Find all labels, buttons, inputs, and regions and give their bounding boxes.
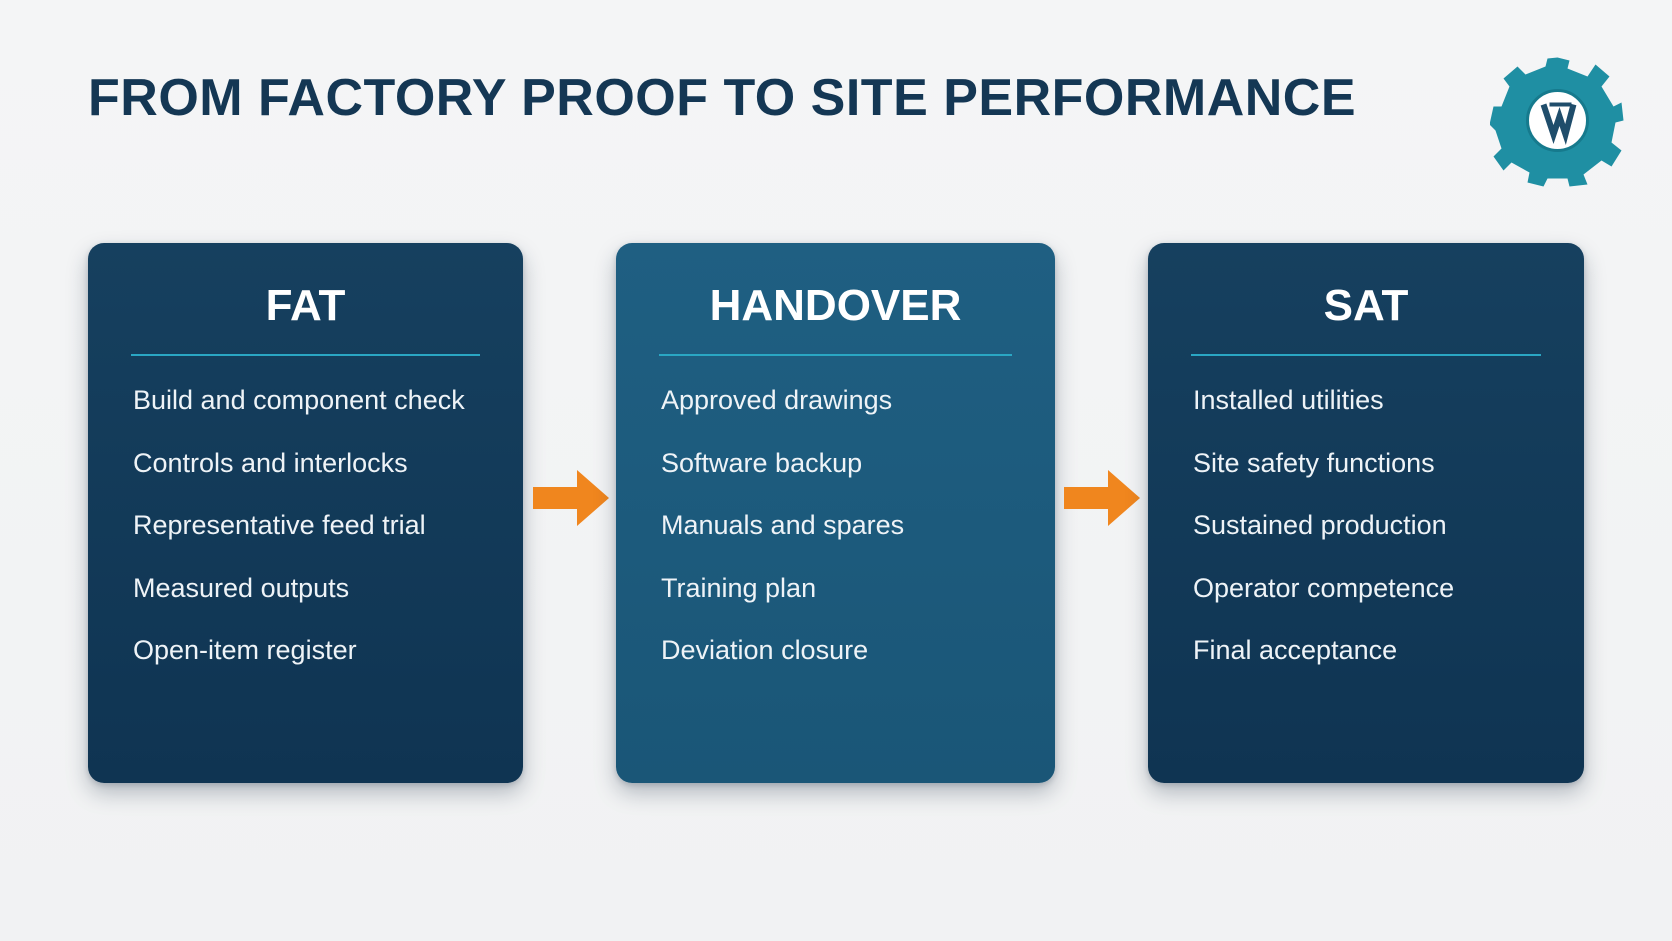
heading-divider (131, 354, 480, 356)
stage-item-list: Build and component check Controls and i… (133, 385, 465, 698)
list-item: Training plan (661, 572, 817, 603)
stage-heading: FAT (265, 281, 346, 330)
list-item: Deviation closure (661, 635, 869, 665)
list-item: Build and component check (133, 385, 465, 415)
stage-card-fat: FAT Build and component check Controls a… (88, 243, 523, 783)
stage-card-sat: SAT Installed utilities Site safety func… (1148, 243, 1584, 783)
stage-heading: SAT (1323, 281, 1409, 330)
slide-title: FROM FACTORY PROOF TO SITE PERFORMANCE (88, 69, 1357, 127)
list-item: Manuals and spares (661, 510, 905, 540)
list-item: Software backup (661, 447, 863, 478)
arrow-right-icon (1064, 470, 1140, 526)
list-item: Installed utilities (1193, 385, 1384, 415)
list-item: Final acceptance (1193, 635, 1398, 665)
stage-item-list: Installed utilities Site safety function… (1193, 385, 1454, 698)
heading-divider (1191, 354, 1541, 356)
list-item: Sustained production (1193, 510, 1447, 540)
stage-card-handover: HANDOVER Approved drawings Software back… (616, 243, 1055, 783)
list-item: Approved drawings (661, 385, 893, 415)
stage-heading: HANDOVER (709, 281, 962, 330)
list-item: Site safety functions (1193, 447, 1435, 478)
list-item: Operator competence (1193, 572, 1455, 603)
gear-logo-icon (1490, 57, 1624, 187)
arrow-right-icon (533, 470, 609, 526)
list-item: Controls and interlocks (133, 447, 408, 478)
stage-item-list: Approved drawings Software backup Manual… (661, 385, 904, 698)
list-item: Measured outputs (133, 572, 350, 603)
heading-divider (659, 354, 1012, 356)
list-item: Open-item register (133, 635, 357, 665)
list-item: Representative feed trial (133, 510, 426, 540)
